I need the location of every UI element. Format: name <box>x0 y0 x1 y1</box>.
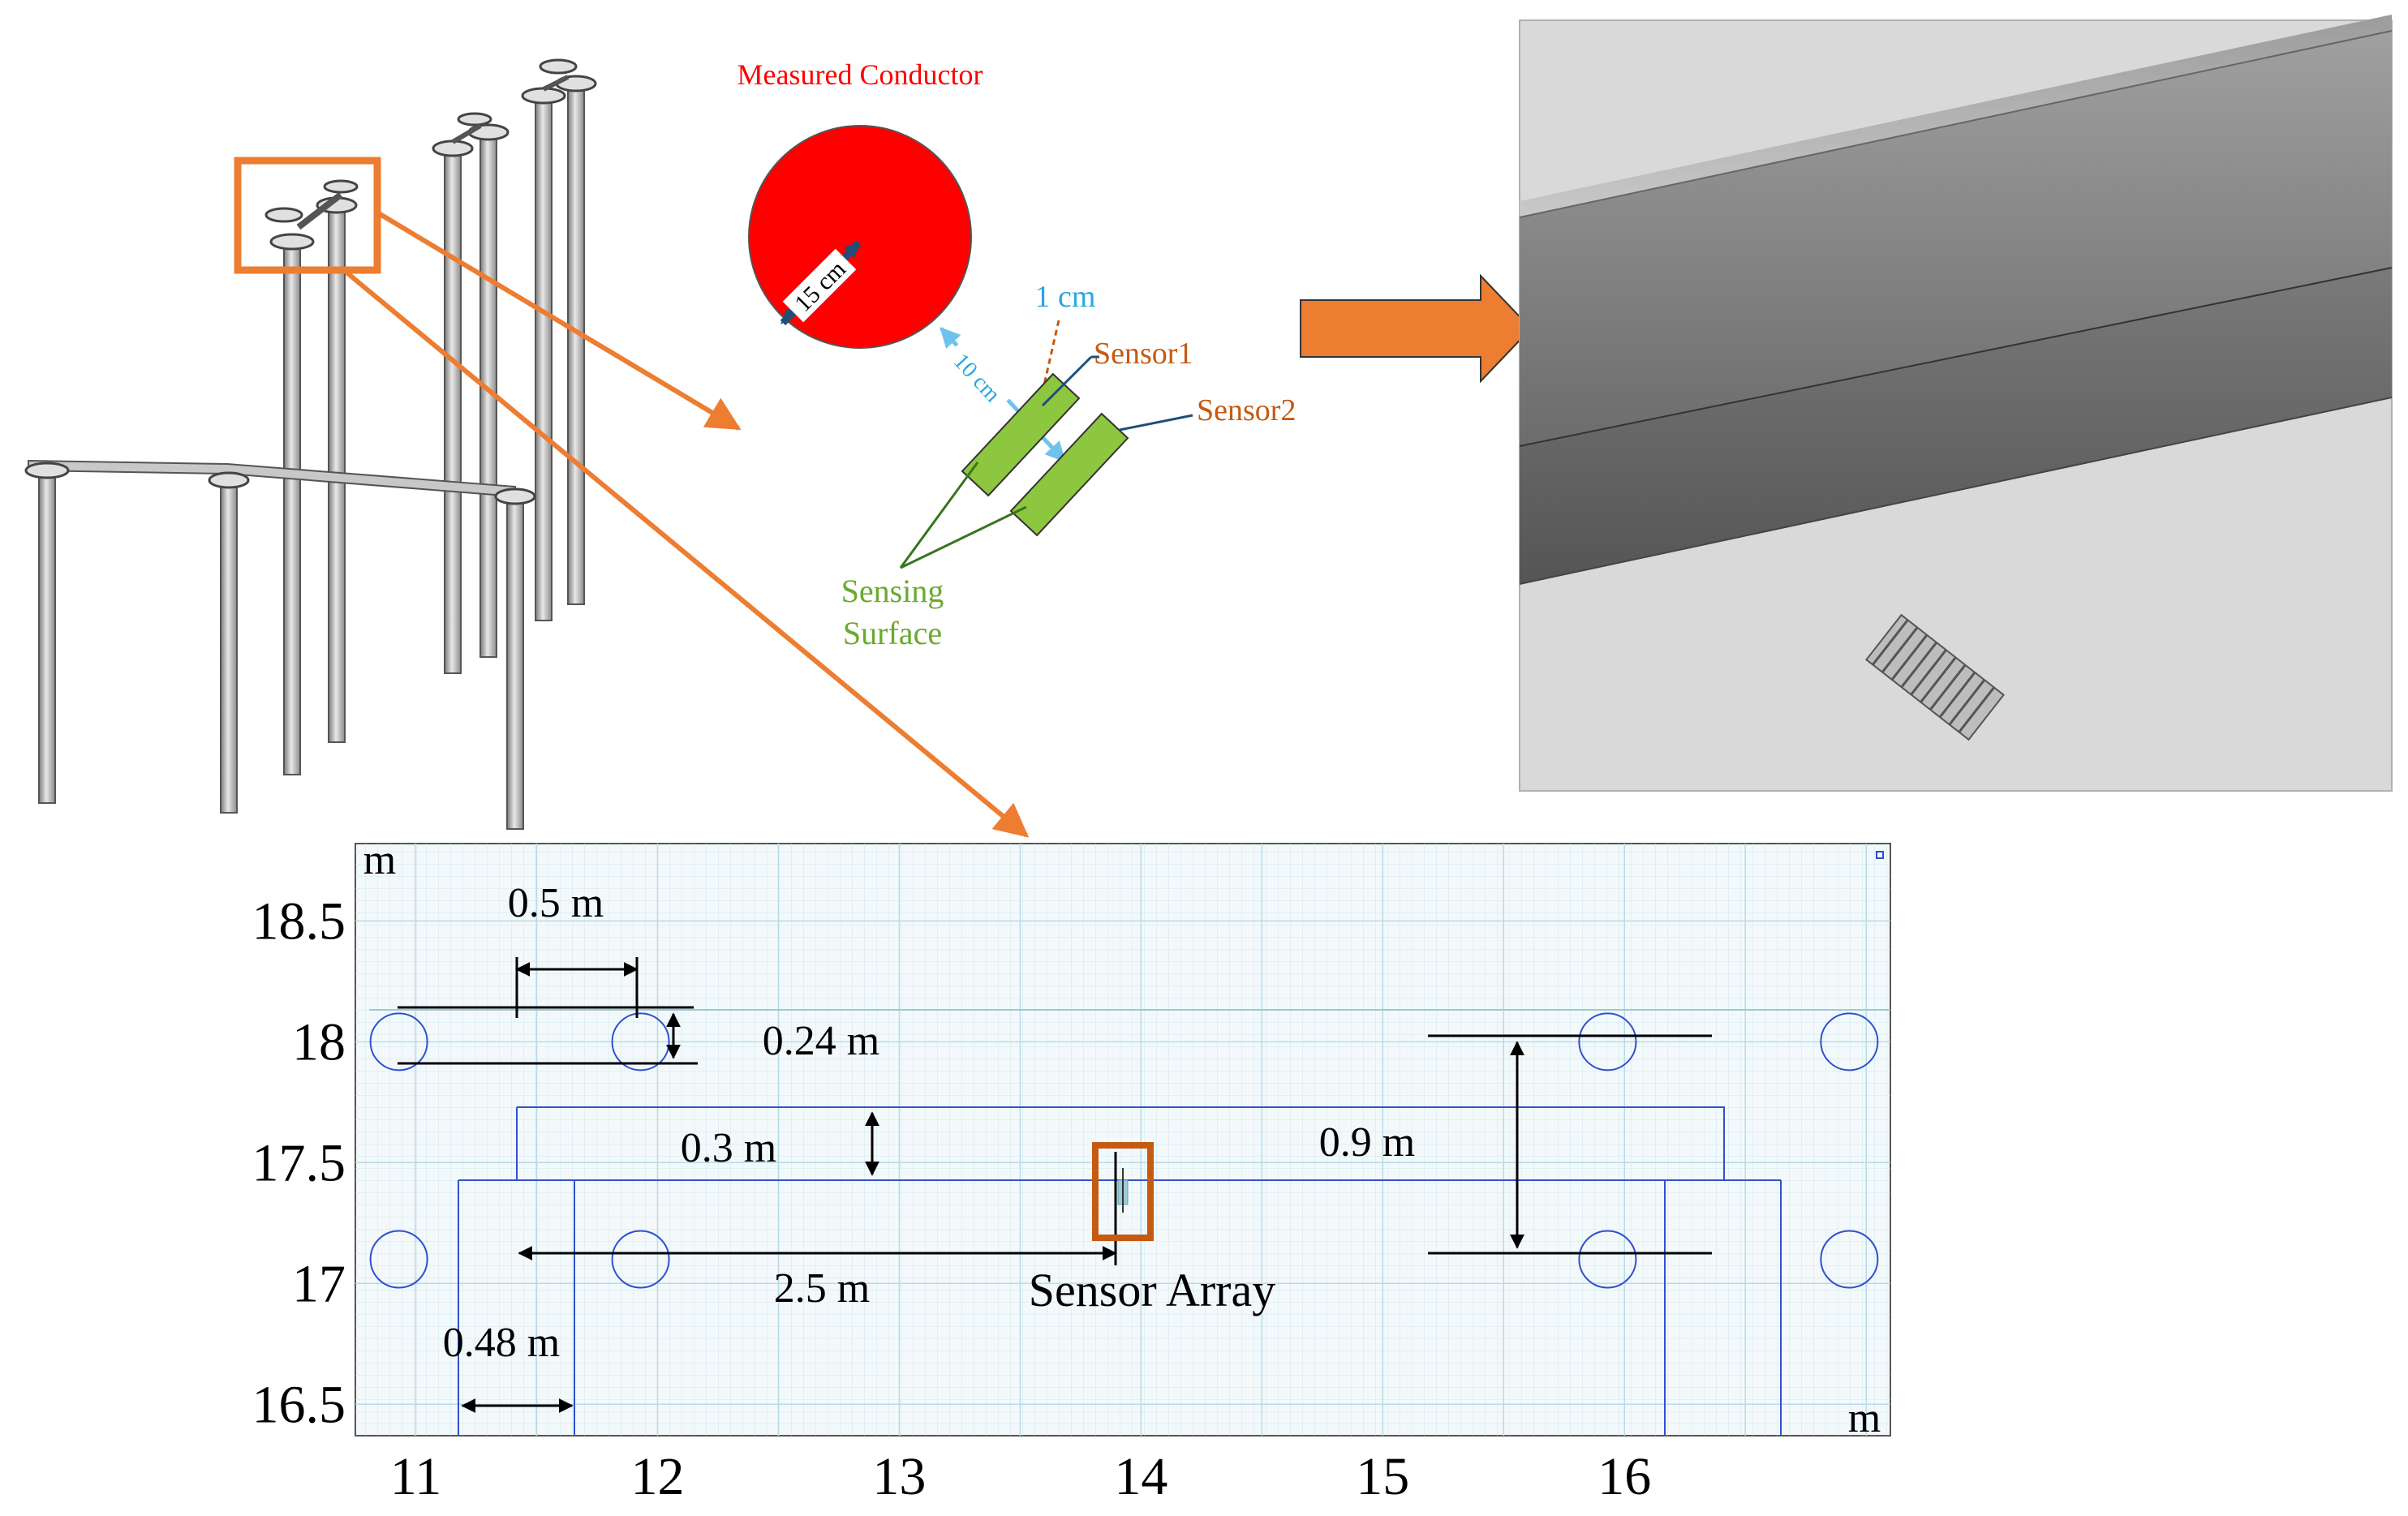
sensor1 <box>961 372 1081 497</box>
x-tick-label: 14 <box>1114 1447 1167 1506</box>
sensor2-label: Sensor2 <box>1197 393 1296 427</box>
x-tick-label: 16 <box>1597 1447 1651 1506</box>
y-axis-unit: m <box>363 837 396 883</box>
sensing-surface-line1: Sensing <box>841 573 944 609</box>
y-tick-label: 18 <box>292 1012 346 1072</box>
conductor-circle <box>1820 1012 1879 1072</box>
y-tick-label: 18.5 <box>252 891 346 951</box>
sensor2 <box>1009 412 1129 537</box>
sensor-array-3d <box>1865 613 2005 741</box>
sensor-array-label: Sensor Array <box>1029 1264 1275 1316</box>
y-tick-label: 17 <box>292 1254 346 1313</box>
measured-conductor <box>748 125 972 349</box>
x-tick-label: 13 <box>872 1447 926 1506</box>
dim-label-0-24: 0.24 m <box>763 1018 879 1064</box>
dim-label-2-5: 2.5 m <box>774 1265 870 1312</box>
x-axis-unit: m <box>1848 1395 1881 1441</box>
dim-label-0-9: 0.9 m <box>1319 1119 1415 1166</box>
conductor-circle <box>1820 1230 1879 1289</box>
plan-view: m m 18.5 18 17.5 17 16.5 11 12 13 14 15 16 <box>252 837 1891 1506</box>
detail-title: Measured Conductor <box>737 58 983 91</box>
crossbeam-frame <box>24 459 536 830</box>
transmission-structure-3d-model <box>24 58 597 830</box>
x-tick-label: 12 <box>630 1447 684 1506</box>
block-arrow-icon <box>1300 273 1533 384</box>
front-poles <box>264 179 359 775</box>
sensor-array-box <box>1092 1142 1154 1241</box>
y-tick-label: 17.5 <box>252 1133 346 1192</box>
conductor-circle <box>1578 1230 1637 1289</box>
sensing-surface-line2: Surface <box>843 615 942 651</box>
dim-label-0-5: 0.5 m <box>508 880 604 926</box>
x-tick-label: 11 <box>390 1447 442 1506</box>
callout-box <box>234 157 381 274</box>
dim-label-0-48: 0.48 m <box>443 1320 560 1366</box>
conductor-circle <box>1578 1012 1637 1072</box>
sensor1-label: Sensor1 <box>1094 337 1193 371</box>
conductor-circle <box>369 1230 428 1289</box>
sensor-detail: Measured Conductor 15 cm 1 cm 10 cm Sens… <box>737 58 1296 651</box>
y-tick-label: 16.5 <box>252 1375 346 1434</box>
simulation-3d-view <box>1519 15 2393 792</box>
dim-label-0-3: 0.3 m <box>681 1125 776 1171</box>
dimension-lines <box>398 957 1712 1413</box>
gap-label: 1 cm <box>1035 280 1096 314</box>
callout-arrow-to-detail <box>376 210 742 431</box>
callout-arrow-to-plan <box>339 265 1030 838</box>
conductor-circle <box>369 1012 428 1072</box>
x-tick-label: 15 <box>1356 1447 1409 1506</box>
